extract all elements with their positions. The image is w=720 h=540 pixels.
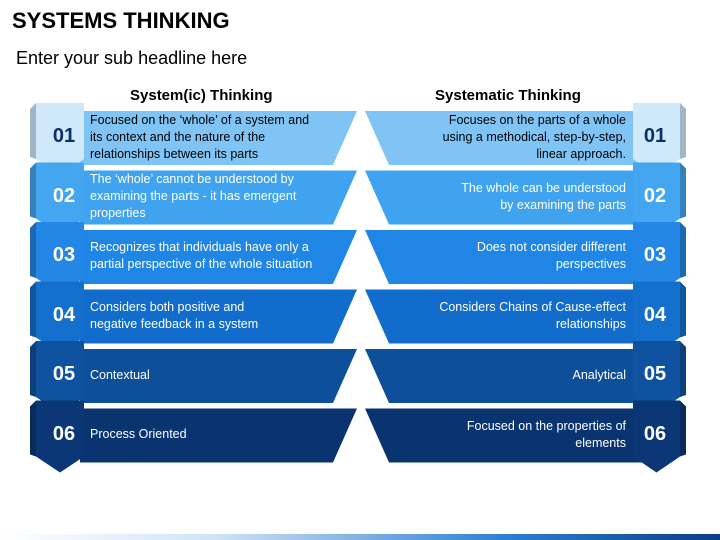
left-row-text-line: properties [90, 206, 146, 220]
right-row-text: Does not consider different perspectives [477, 239, 626, 273]
right-row-text: Analytical [573, 367, 627, 384]
right-number-tab-04 [633, 281, 680, 354]
right-row-text: Considers Chains of Cause-effect relation… [439, 299, 626, 333]
right-tab-fold-03 [680, 222, 686, 278]
row-band-01 [30, 103, 686, 175]
left-row-text-line: Process Oriented [90, 427, 187, 441]
row-band-02 [30, 162, 686, 235]
left-row-number: 01 [52, 125, 76, 147]
left-row-text-line: negative feedback in a system [90, 316, 259, 331]
left-number-tab-03 [36, 222, 84, 294]
left-row-text: The ‘whole’ cannot be understood by exami… [90, 171, 296, 222]
left-row-text: Process Oriented [90, 426, 187, 443]
right-row-text-line: perspectives [555, 257, 626, 271]
right-column-heading: Systematic Thinking [435, 87, 581, 104]
left-row-number: 05 [52, 363, 76, 385]
left-row-text-line: its context and the nature of the [90, 129, 266, 144]
left-row-text: Focused on the ‘whole’ of a system and it… [90, 112, 309, 163]
right-number-tab-01 [633, 103, 680, 175]
row-band-04 [30, 281, 686, 354]
row-band-03 [30, 222, 686, 294]
right-number-tab-03 [633, 222, 680, 294]
right-row-text-line: Focused on the properties of [466, 418, 626, 433]
left-number-tab-04 [36, 281, 84, 354]
left-band-02 [80, 170, 357, 225]
left-tab-fold-06 [30, 400, 36, 457]
left-row-number: 04 [52, 303, 76, 326]
left-row-text-line: examining the parts - it has emergent [90, 189, 297, 203]
right-row-text: The whole can be understood by examining … [461, 180, 626, 214]
left-row-text-line: partial perspective of the whole situati… [90, 257, 313, 271]
right-tab-fold-04 [680, 281, 686, 338]
right-row-text-line: Analytical [572, 367, 627, 382]
right-tab-fold-01 [680, 103, 686, 159]
right-band-01 [365, 111, 642, 165]
row-band-06 [30, 400, 686, 473]
right-row-number: 06 [643, 422, 667, 445]
right-row-text: Focused on the properties of elements [467, 418, 626, 452]
left-tab-fold-04 [30, 281, 36, 338]
right-tab-fold-05 [680, 341, 686, 397]
left-number-tab-01 [36, 103, 84, 175]
right-tab-fold-02 [680, 162, 686, 219]
page-title: SYSTEMS THINKING [12, 8, 230, 33]
right-band-02 [365, 170, 642, 225]
right-band-04 [365, 289, 642, 344]
left-tab-fold-03 [30, 222, 36, 278]
left-row-text-line: relationships between its parts [90, 146, 259, 161]
left-row-number: 06 [52, 422, 76, 445]
footer-gradient-bar [0, 534, 720, 540]
row-band-05 [30, 341, 686, 413]
left-number-tab-05 [36, 341, 84, 413]
right-number-tab-05 [633, 341, 680, 413]
right-number-tab-02 [633, 162, 680, 235]
left-row-text-line: Considers both positive and [90, 299, 245, 314]
left-number-tab-06 [36, 400, 84, 473]
left-band-03 [80, 230, 357, 284]
left-row-text: Recognizes that individuals have only a p… [90, 239, 312, 273]
left-row-number: 03 [52, 244, 76, 266]
right-row-number: 01 [643, 125, 667, 147]
left-row-text-line: The ‘whole’ cannot be understood by [90, 172, 294, 186]
right-band-06 [365, 408, 642, 463]
left-row-text-line: Recognizes that individuals have only a [90, 240, 309, 254]
right-row-text-line: by examining the parts [500, 197, 626, 212]
right-row-number: 03 [643, 244, 667, 266]
left-tab-fold-02 [30, 162, 36, 219]
right-row-number: 05 [643, 363, 667, 385]
right-row-number: 04 [643, 303, 667, 326]
right-band-05 [365, 349, 642, 403]
right-row-text-line: Considers Chains of Cause-effect [439, 299, 626, 314]
right-row-text-line: The whole can be understood [461, 180, 626, 195]
left-row-text-line: Contextual [90, 367, 150, 382]
right-row-text-line: using a methodical, step-by-step, [442, 129, 626, 144]
left-band-04 [80, 289, 357, 344]
left-band-06 [80, 408, 357, 463]
page-subtitle: Enter your sub headline here [16, 48, 248, 68]
right-row-text: Focuses on the parts of a whole using a m… [443, 112, 626, 163]
left-row-text: Considers both positive and negative feed… [90, 299, 258, 333]
right-tab-fold-06 [680, 400, 686, 457]
left-column-heading: System(ic) Thinking [130, 87, 273, 104]
right-band-03 [365, 230, 642, 284]
left-tab-fold-01 [30, 103, 36, 159]
left-row-text-line: Focused on the ‘whole’ of a system and [90, 112, 310, 127]
left-band-05 [80, 349, 357, 403]
right-row-text-line: elements [575, 435, 626, 450]
right-row-text-line: Does not consider different [476, 240, 626, 254]
right-row-number: 02 [643, 184, 667, 207]
right-row-text-line: linear approach. [536, 146, 626, 161]
left-number-tab-02 [36, 162, 84, 235]
right-number-tab-06 [633, 400, 680, 473]
right-row-text-line: relationships [555, 316, 626, 331]
left-row-text: Contextual [90, 367, 150, 384]
left-band-01 [80, 111, 357, 165]
right-row-text-line: Focuses on the parts of a whole [448, 112, 626, 127]
left-row-number: 02 [52, 184, 76, 207]
left-tab-fold-05 [30, 341, 36, 397]
